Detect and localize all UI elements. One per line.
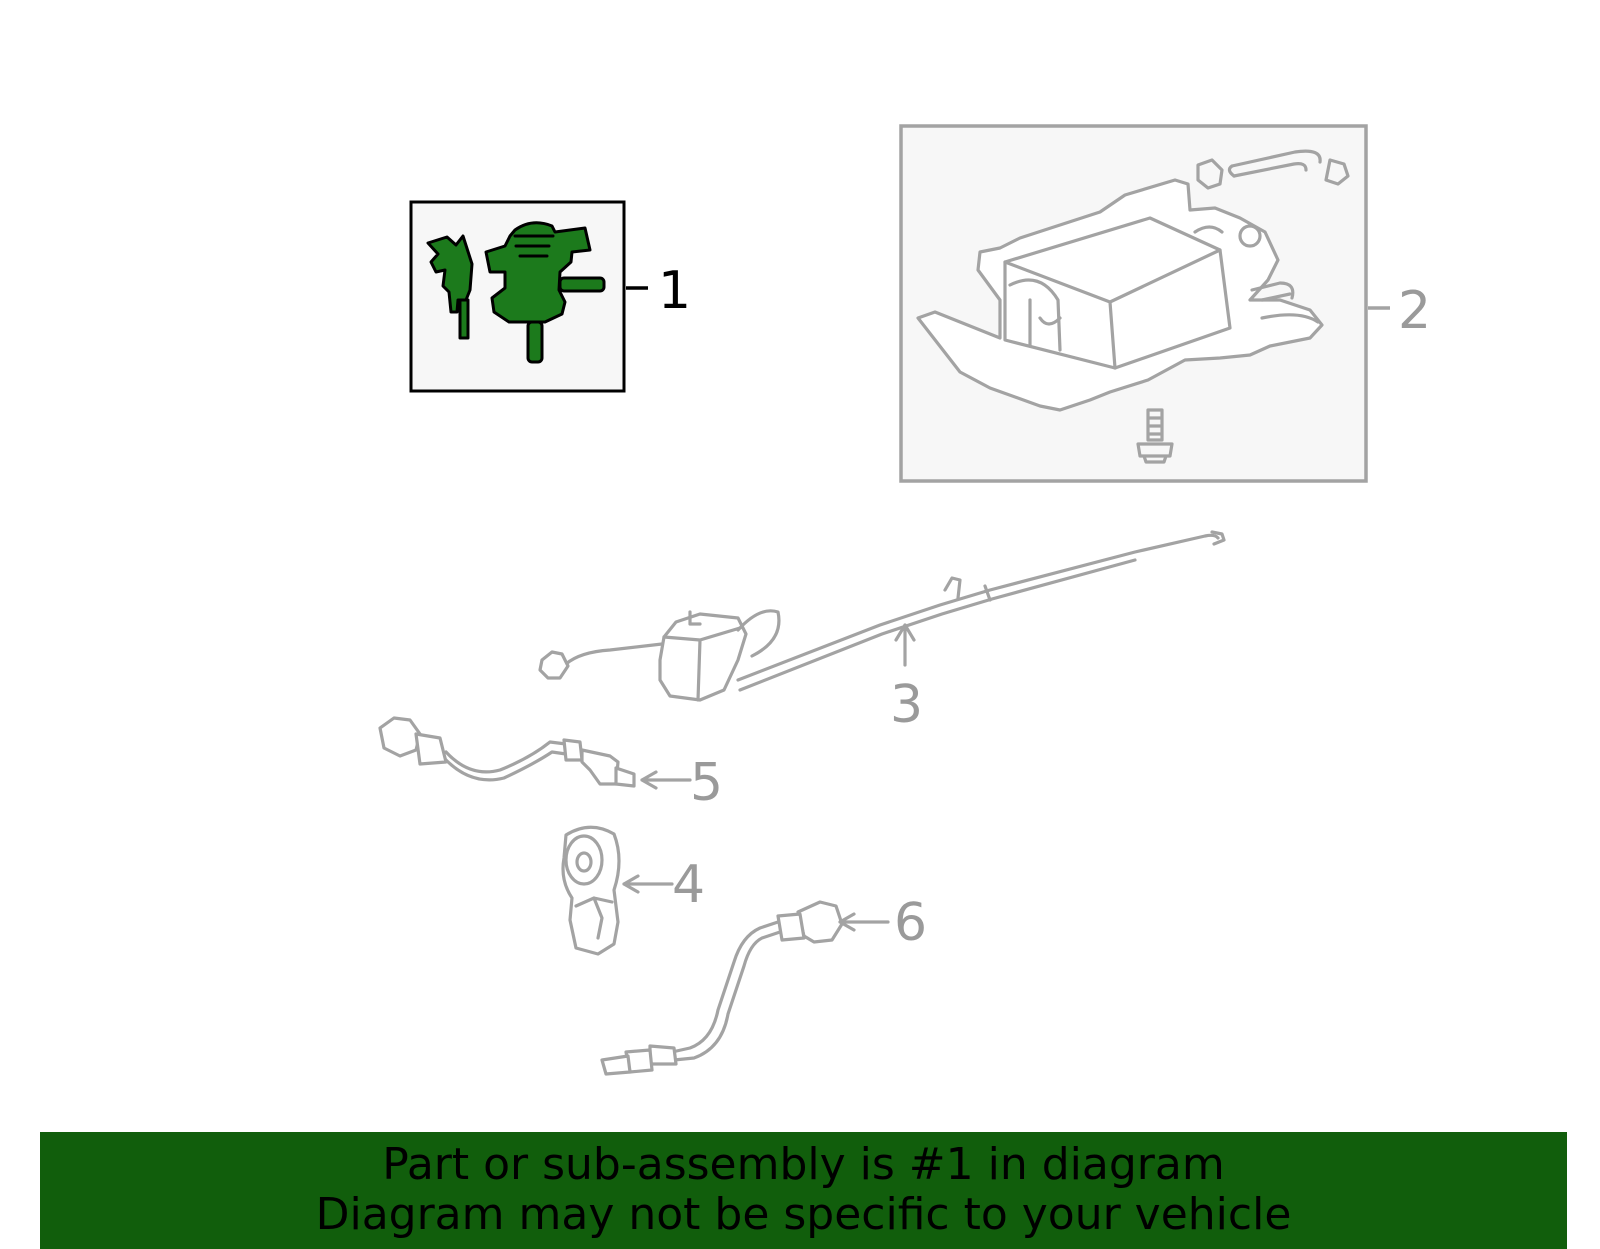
callout-2[interactable]: 2 [1398,281,1431,341]
part-5-group[interactable] [378,716,692,790]
footer-line-2: Diagram may not be specific to your vehi… [315,1189,1292,1240]
part-2-hose [1196,149,1350,190]
callout-4[interactable]: 4 [672,855,705,915]
part-2-group[interactable] [899,124,1368,483]
callout-3[interactable]: 3 [890,675,923,735]
part-4-group[interactable] [561,825,674,956]
part-2-bolt [1136,408,1174,464]
part-3-sensor-body [658,612,748,702]
part-1-group[interactable] [409,200,626,393]
part-3-lead [564,642,664,666]
part-1-valve [484,221,606,364]
part-1-bracket [426,234,474,340]
part-6-group[interactable] [600,900,890,1076]
part-2-canister [916,178,1324,412]
part-3-group[interactable] [538,530,1226,702]
callout-1[interactable]: 1 [658,261,691,321]
footer-line-1: Part or sub-assembly is #1 in diagram [382,1139,1225,1190]
footer-banner: Part or sub-assembly is #1 in diagram Di… [40,1132,1567,1249]
part-3-cable [736,533,1220,682]
callout-5[interactable]: 5 [690,753,723,813]
callout-6[interactable]: 6 [894,893,927,953]
